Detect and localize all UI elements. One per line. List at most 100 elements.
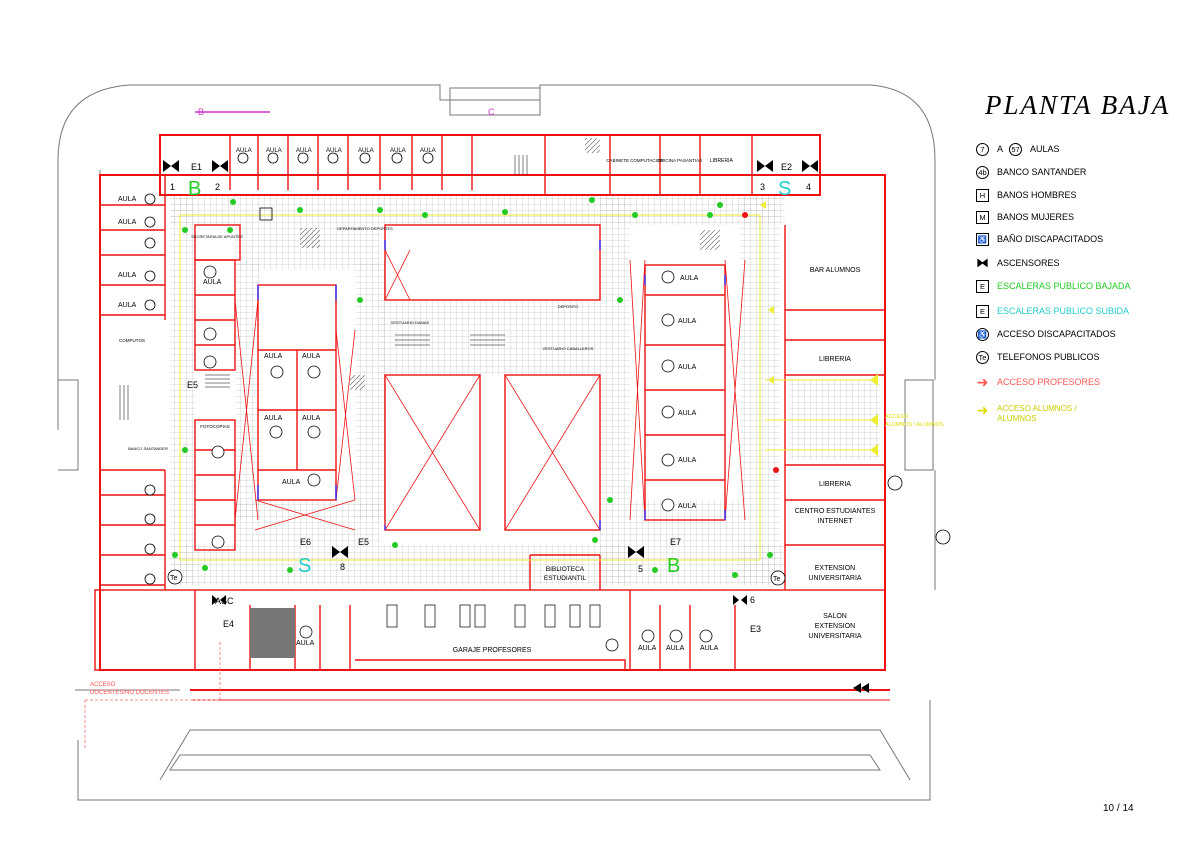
salon-label-2: EXTENSION	[815, 623, 855, 630]
wheelchair-circle-icon: ♿	[976, 327, 989, 341]
stair-1-label: 1	[170, 182, 175, 192]
legend-label: BANCO SANTANDER	[997, 167, 1087, 177]
aula-label-d: AULA	[302, 415, 321, 422]
aula-label-i: AULA	[678, 410, 697, 417]
legend-row-escaleras-bajada: E ESCALERAS PUBLICO BAJADA	[976, 277, 1131, 295]
legend-label: ESCALERAS PUBLICO SUBIDA	[997, 306, 1130, 316]
internet-label: INTERNET	[818, 518, 854, 525]
circle-number-icon: 57	[1009, 142, 1023, 156]
acceso-alumnos-label-2: ALUMNOS / ALUMNOS	[885, 422, 944, 428]
legend-row-ascensores: ⧓ ASCENSORES	[976, 254, 1060, 272]
blue-partitions	[257, 240, 726, 530]
stair-3-label: 3	[760, 182, 765, 192]
bar-label: BAR ALUMNOS	[810, 267, 861, 274]
aula-label-h: AULA	[678, 364, 697, 371]
e6-label: E6	[300, 537, 311, 547]
big-b-right: B	[667, 555, 680, 577]
libreria-top-label: LIBRERIA	[710, 158, 733, 164]
aula-label-y: AULA	[390, 148, 406, 154]
elevator-icons	[163, 160, 818, 605]
aula-label-l: AULA	[296, 640, 315, 647]
aula-label-w: AULA	[326, 148, 342, 154]
legend-aulas-a: A	[997, 144, 1004, 154]
aula-label-f: AULA	[680, 275, 699, 282]
marker-c-label: C	[488, 107, 495, 117]
banco-label: BANCO SANTANDER	[128, 446, 168, 451]
asc-label: ASC	[215, 596, 234, 606]
legend-label: ACCESO DISCAPACITADOS	[997, 329, 1116, 339]
elevator-icon: ⧓	[976, 255, 989, 270]
aula-label-n: AULA	[666, 645, 685, 652]
legend-row-acceso-discapacitados: ♿ ACCESO DISCAPACITADOS	[976, 325, 1116, 343]
garage-cars	[386, 604, 601, 628]
arrow-yellow-icon: ➜	[976, 402, 989, 418]
plan-labels: B C E1 E2 E3 E4 E5 E6 E7 E5 1 2 3 4 5 6 …	[90, 107, 944, 696]
legend-row-aulas: 7 A 57 AULAS	[976, 140, 1060, 158]
stair-2-label: 2	[215, 182, 220, 192]
vestuario-label: VESTUARIO DAMAS	[391, 320, 430, 325]
big-s-left: S	[298, 555, 311, 577]
stair-6-label: 6	[750, 595, 755, 605]
aula-label-r: AULA	[118, 272, 137, 279]
big-s-right: S	[778, 178, 791, 200]
arrow-pink-icon: ➜	[976, 373, 989, 390]
circle-number-icon: 7	[976, 142, 989, 156]
deposito-label: DEPOSITO	[558, 304, 579, 309]
biblioteca-label-1: BIBLIOTECA	[546, 566, 585, 573]
legend-label: BANOS MUJERES	[997, 212, 1075, 222]
extension-label-1: EXTENSION	[815, 565, 855, 572]
biblioteca-label-2: ESTUDIANTIL	[544, 575, 587, 582]
aula-label-s: AULA	[118, 302, 137, 309]
access-arrow-icon	[853, 683, 869, 693]
acceso-docentes-label-2: DOCENTES/NO DOCENTES	[90, 690, 169, 696]
extension-label-2: UNIVERSITARIA	[808, 575, 861, 582]
legend-row-acceso-alumnos: ➜ ACCESO ALUMNOS / ALUMNOS	[976, 402, 1077, 430]
circle-number-icon: 4b	[976, 165, 989, 179]
exit-markers	[172, 197, 773, 578]
legend-label: BANOS HOMBRES	[997, 190, 1077, 200]
salon-label-1: SALON	[823, 613, 847, 620]
e2-label: E2	[781, 162, 792, 172]
aula-label-o: AULA	[700, 645, 719, 652]
garaje-label: GARAJE PROFESORES	[453, 647, 532, 654]
te-label-left: Te	[170, 575, 178, 582]
libreria-label: LIBRERIA	[819, 356, 851, 363]
aula-label-j: AULA	[678, 457, 697, 464]
stair-5-label: 5	[638, 564, 643, 574]
aula-label-q: AULA	[118, 219, 137, 226]
legend-row-bano-discapacitados: ♿ BAÑO DISCAPACITADOS	[976, 230, 1103, 248]
e7-label: E7	[670, 537, 681, 547]
access-paths	[84, 111, 870, 750]
centro-label: CENTRO ESTUDIANTES	[795, 508, 876, 515]
exit-arrows	[760, 201, 878, 456]
salon-label-3: UNIVERSITARIA	[808, 633, 861, 640]
corridor-floor	[170, 195, 880, 585]
square-letter-icon: M	[976, 210, 989, 224]
e4-label: E4	[223, 619, 234, 629]
legend-label: ACCESO PROFESORES	[997, 377, 1101, 387]
oficina-label: OFICINA PASANTIAS	[658, 158, 702, 163]
legend-label: AULAS	[1030, 144, 1060, 154]
te-label-right: Te	[773, 576, 781, 583]
aula-label-x: AULA	[358, 148, 374, 154]
square-letter-icon: H	[976, 188, 989, 202]
e3-label: E3	[750, 624, 761, 634]
aula-label-a: AULA	[264, 353, 283, 360]
emergency-markers	[742, 212, 779, 473]
libreria2-label: LIBRERIA	[819, 481, 851, 488]
aula-label-u: AULA	[266, 148, 282, 154]
plan-title: PLANTA BAJA	[985, 90, 1171, 120]
acceso-alumnos-label-1: ACCESO	[885, 414, 909, 420]
square-letter-icon: E	[976, 304, 989, 318]
void-cross-markers	[234, 249, 746, 531]
legend-label: TELEFONOS PUBLICOS	[997, 352, 1100, 362]
legend-row-acceso-profesores: ➜ ACCESO PROFESORES	[976, 373, 1100, 391]
aula-label-v: AULA	[296, 148, 312, 154]
wheelchair-square-icon: ♿	[976, 232, 989, 246]
acceso-docentes-label-1: ACCESO	[90, 682, 116, 688]
legend-row-telefonos: Te TELEFONOS PUBLICOS	[976, 348, 1100, 366]
e5-label: E5	[187, 380, 198, 390]
aula-label-m: AULA	[638, 645, 657, 652]
fotocopias-label: FOTOCOPIAS	[200, 424, 229, 429]
